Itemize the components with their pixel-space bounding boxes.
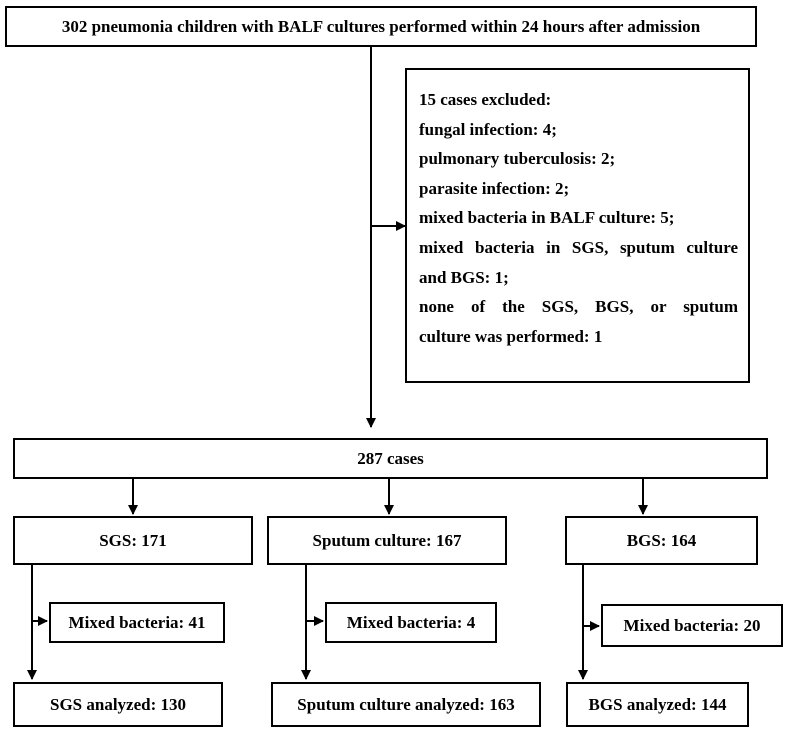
- exclusion-reason: fungal infection: 4;: [419, 119, 557, 139]
- exclusion-reason: parasite infection: 2;: [419, 178, 570, 198]
- bgs-analyzed-box: BGS analyzed: 144: [566, 682, 749, 727]
- sgs-analyzed-box: SGS analyzed: 130: [13, 682, 223, 727]
- sgs-mixed-box: Mixed bacteria: 41: [49, 602, 225, 643]
- sputum-mixed-box: Mixed bacteria: 4: [325, 602, 497, 643]
- sgs-box: SGS: 171: [13, 516, 253, 565]
- sputum-analyzed-box: Sputum culture analyzed: 163: [271, 682, 541, 727]
- sputum-box: Sputum culture: 167: [267, 516, 507, 565]
- bgs-mixed-box: Mixed bacteria: 20: [601, 604, 783, 647]
- exclusion-reason: pulmonary tuberculosis: 2;: [419, 149, 616, 169]
- exclusion-box: 15 cases excluded: fungal infection: 4; …: [405, 68, 750, 383]
- bgs-box: BGS: 164: [565, 516, 758, 565]
- exclusion-reason: mixed bacteria in BALF culture: 5;: [419, 208, 675, 228]
- exclusion-title: 15 cases excluded:: [419, 90, 552, 109]
- top-box: 302 pneumonia children with BALF culture…: [5, 6, 757, 47]
- exclusion-reason: mixed bacteria in SGS, sputum culture: [419, 237, 738, 257]
- exclusion-reason: and BGS: 1;: [419, 267, 509, 287]
- exclusion-reason: none of the SGS, BGS, or sputum: [419, 297, 738, 317]
- exclusion-reason: culture was performed: 1: [419, 326, 603, 346]
- included-box: 287 cases: [13, 438, 768, 479]
